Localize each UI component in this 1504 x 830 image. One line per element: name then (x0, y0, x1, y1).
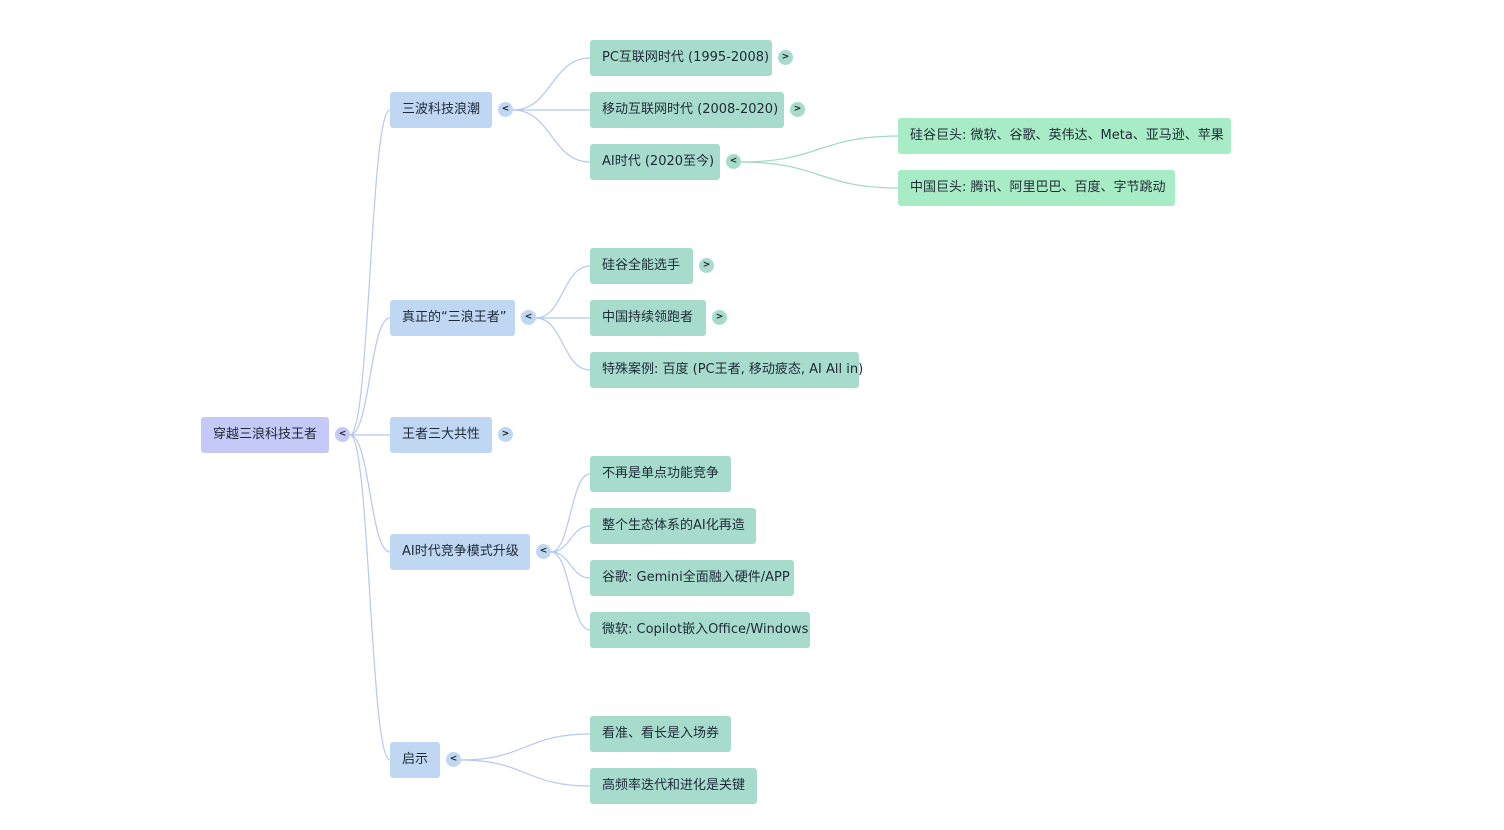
node-china-giants[interactable]: 中国巨头: 腾讯、阿里巴巴、百度、字节跳动 (898, 170, 1175, 206)
node-google-gemini[interactable]: 谷歌: Gemini全面融入硬件/APP (590, 560, 794, 596)
expand-toggle-china-leader[interactable]: > (712, 310, 727, 325)
connector-root-branch-3 (349, 434, 391, 553)
connector-root-branch-1 (349, 317, 391, 436)
collapse-toggle-ai-era[interactable]: < (726, 154, 741, 169)
node-ecosystem-ai[interactable]: 整个生态体系的AI化再造 (590, 508, 756, 544)
connector-ai-comp-3 (550, 551, 591, 631)
collapse-toggle-true-kings[interactable]: < (521, 310, 536, 325)
connector-ai-comp-2 (550, 551, 591, 579)
node-ai-era[interactable]: AI时代 (2020至今) (590, 144, 720, 180)
node-baidu-case[interactable]: 特殊案例: 百度 (PC王者, 移动疲态, AI All in) (590, 352, 863, 388)
node-ticket-to-entry[interactable]: 看准、看长是入场券 (590, 716, 731, 752)
expand-toggle-mobile-era[interactable]: > (790, 102, 805, 117)
connector-kings-2 (535, 317, 591, 371)
connector-insights-1 (460, 759, 591, 787)
connector-ai-comp-0 (550, 473, 591, 553)
connector-waves-2 (512, 109, 591, 163)
collapse-toggle-ai-competition[interactable]: < (536, 544, 551, 559)
connector-root-branch-4 (349, 434, 391, 761)
connector-ai-era-0 (740, 135, 899, 163)
expand-toggle-pc-era[interactable]: > (778, 50, 793, 65)
node-mobile-era[interactable]: 移动互联网时代 (2008-2020) (590, 92, 784, 128)
collapse-toggle-root[interactable]: < (335, 427, 350, 442)
branch-common-traits[interactable]: 王者三大共性 (390, 417, 492, 453)
branch-true-kings[interactable]: 真正的“三浪王者” (390, 300, 515, 336)
node-silicon-valley-giants[interactable]: 硅谷巨头: 微软、谷歌、英伟达、Meta、亚马逊、苹果 (898, 118, 1231, 154)
branch-insights[interactable]: 启示 (390, 742, 440, 778)
expand-toggle-silicon-valley-allrounder[interactable]: > (699, 258, 714, 273)
node-silicon-valley-allrounder[interactable]: 硅谷全能选手 (590, 248, 693, 284)
branch-three-waves[interactable]: 三波科技浪潮 (390, 92, 492, 128)
node-pc-era[interactable]: PC互联网时代 (1995-2008) (590, 40, 772, 76)
connector-ai-comp-1 (550, 525, 591, 553)
connector-kings-0 (535, 265, 591, 319)
connector-waves-0 (512, 57, 591, 111)
node-china-leader[interactable]: 中国持续领跑者 (590, 300, 706, 336)
node-microsoft-copilot[interactable]: 微软: Copilot嵌入Office/Windows (590, 612, 810, 648)
expand-toggle-common-traits[interactable]: > (498, 427, 513, 442)
branch-ai-competition[interactable]: AI时代竞争模式升级 (390, 534, 530, 570)
collapse-toggle-three-waves[interactable]: < (498, 102, 513, 117)
collapse-toggle-insights[interactable]: < (446, 752, 461, 767)
node-no-single-feature[interactable]: 不再是单点功能竞争 (590, 456, 731, 492)
node-fast-iteration[interactable]: 高频率迭代和进化是关键 (590, 768, 757, 804)
connector-root-branch-0 (349, 109, 391, 436)
connector-insights-0 (460, 733, 591, 761)
root-node[interactable]: 穿越三浪科技王者 (201, 417, 329, 453)
connector-ai-era-1 (740, 161, 899, 189)
